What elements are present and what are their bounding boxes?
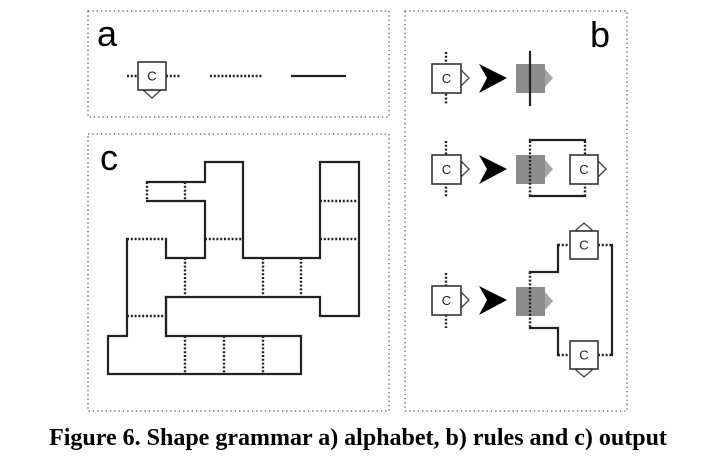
output-wall-outline-main	[106, 160, 361, 376]
panel-a-label: a	[97, 13, 118, 54]
rule-2: C C	[431, 138, 607, 198]
component-label: C	[442, 71, 451, 86]
component-label: C	[442, 293, 451, 308]
direction-triangle-icon	[460, 290, 470, 310]
direction-triangle-icon	[573, 368, 595, 378]
grey-direction-triangle	[545, 292, 553, 310]
component-label: C	[147, 69, 156, 84]
component-label: C	[442, 162, 451, 177]
rule-arrow-icon	[479, 286, 507, 315]
rule-3: C C C	[431, 222, 614, 378]
rule3-new-component-bottom	[569, 340, 599, 370]
panel-b-frame	[404, 10, 628, 412]
rule3-new-component-top	[569, 230, 599, 260]
component-label: C	[579, 348, 588, 363]
direction-triangle-icon	[460, 159, 470, 179]
component-label: C	[579, 238, 588, 253]
rule3-wall-upper	[528, 243, 560, 274]
rule2-lhs-component	[431, 154, 462, 185]
figure-caption: Figure 6. Shape grammar a) alphabet, b) …	[49, 425, 667, 451]
rule-arrow-icon	[479, 64, 507, 93]
component-label: C	[579, 162, 588, 177]
panel-c-frame	[87, 133, 390, 412]
grey-direction-triangle	[545, 69, 553, 87]
output-layout	[106, 160, 361, 376]
direction-triangle-icon	[597, 159, 607, 179]
rule1-lhs-component	[431, 63, 462, 94]
rule-arrow-icon	[479, 155, 507, 184]
direction-triangle-icon	[141, 89, 163, 99]
rule3-wall-lower	[528, 326, 560, 357]
component-box	[137, 61, 167, 91]
panel-a-frame	[87, 10, 390, 118]
grey-direction-triangle	[545, 160, 553, 178]
direction-triangle-icon	[573, 222, 595, 232]
alphabet-component: C	[127, 61, 181, 99]
rule-1: C	[431, 50, 553, 107]
panel-b-label: b	[590, 14, 610, 55]
direction-triangle-icon	[460, 68, 470, 88]
rule2-new-component	[569, 154, 599, 185]
output-wall-outline-notch	[145, 199, 207, 260]
rule3-lhs-component	[431, 285, 462, 316]
panel-c-label: c	[100, 137, 118, 178]
